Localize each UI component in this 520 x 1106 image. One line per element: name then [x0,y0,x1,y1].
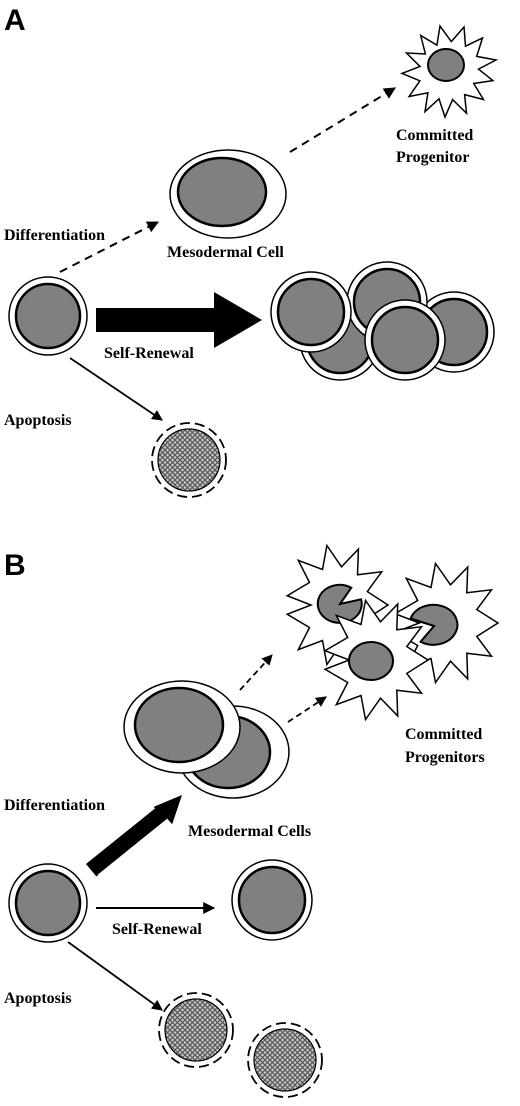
committed-progenitor-label-line1: Committed [396,127,473,144]
mesodermal-cell [169,149,287,239]
mesodermal-cells-label: Mesodermal Cells [188,823,311,840]
mesodermal-cells [123,680,290,799]
panel-a-letter: A [4,4,26,37]
differentiation-label-b: Differentiation [4,797,105,814]
arrow-to-apoptotic-cell [69,357,163,421]
mesodermal-cell-front [123,680,241,774]
committed-progenitor-cell [399,24,499,120]
arrow-to-apoptotic-cells [67,941,163,1011]
committed-progenitor-label-line2: Progenitor [396,149,469,166]
panel-a: A Committed Progenitor Mesodermal Cell D… [4,4,499,498]
thick-differentiation-arrow [92,795,182,877]
dashed-arrow-to-mesodermal [59,221,160,273]
committed-progenitors-label-line2: Progenitors [405,749,485,766]
apoptosis-label: Apoptosis [4,412,72,429]
committed-progenitor-cell-right [393,561,500,685]
panel-b-letter: B [4,549,26,582]
committed-progenitor-cell-front [323,598,430,722]
arrow-to-committed-1 [239,654,273,691]
self-renewed-cell [231,859,313,941]
apoptosis-label-b: Apoptosis [4,990,72,1007]
stem-cell [8,276,88,356]
thick-self-renewal-arrow [96,292,262,348]
self-renewal-label: Self-Renewal [104,345,194,362]
self-renewed-cell-cluster [270,261,495,381]
cluster-cell [364,299,446,381]
apoptotic-cell [151,422,227,498]
panel-b: B Committed Progenitors [4,543,500,1098]
cluster-cell [270,271,352,353]
apoptotic-cell [247,1022,323,1098]
dashed-arrow-to-committed [289,87,397,153]
stem-cell-b [8,863,88,943]
apoptotic-cell [158,992,234,1068]
committed-progenitors-label-line1: Committed [405,726,482,743]
self-renewal-label-b: Self-Renewal [112,921,202,938]
differentiation-label: Differentiation [4,227,105,244]
mesodermal-cell-label: Mesodermal Cell [167,244,284,261]
thick-differentiation-arrow-body [86,806,168,876]
arrow-to-committed-2 [287,696,327,723]
